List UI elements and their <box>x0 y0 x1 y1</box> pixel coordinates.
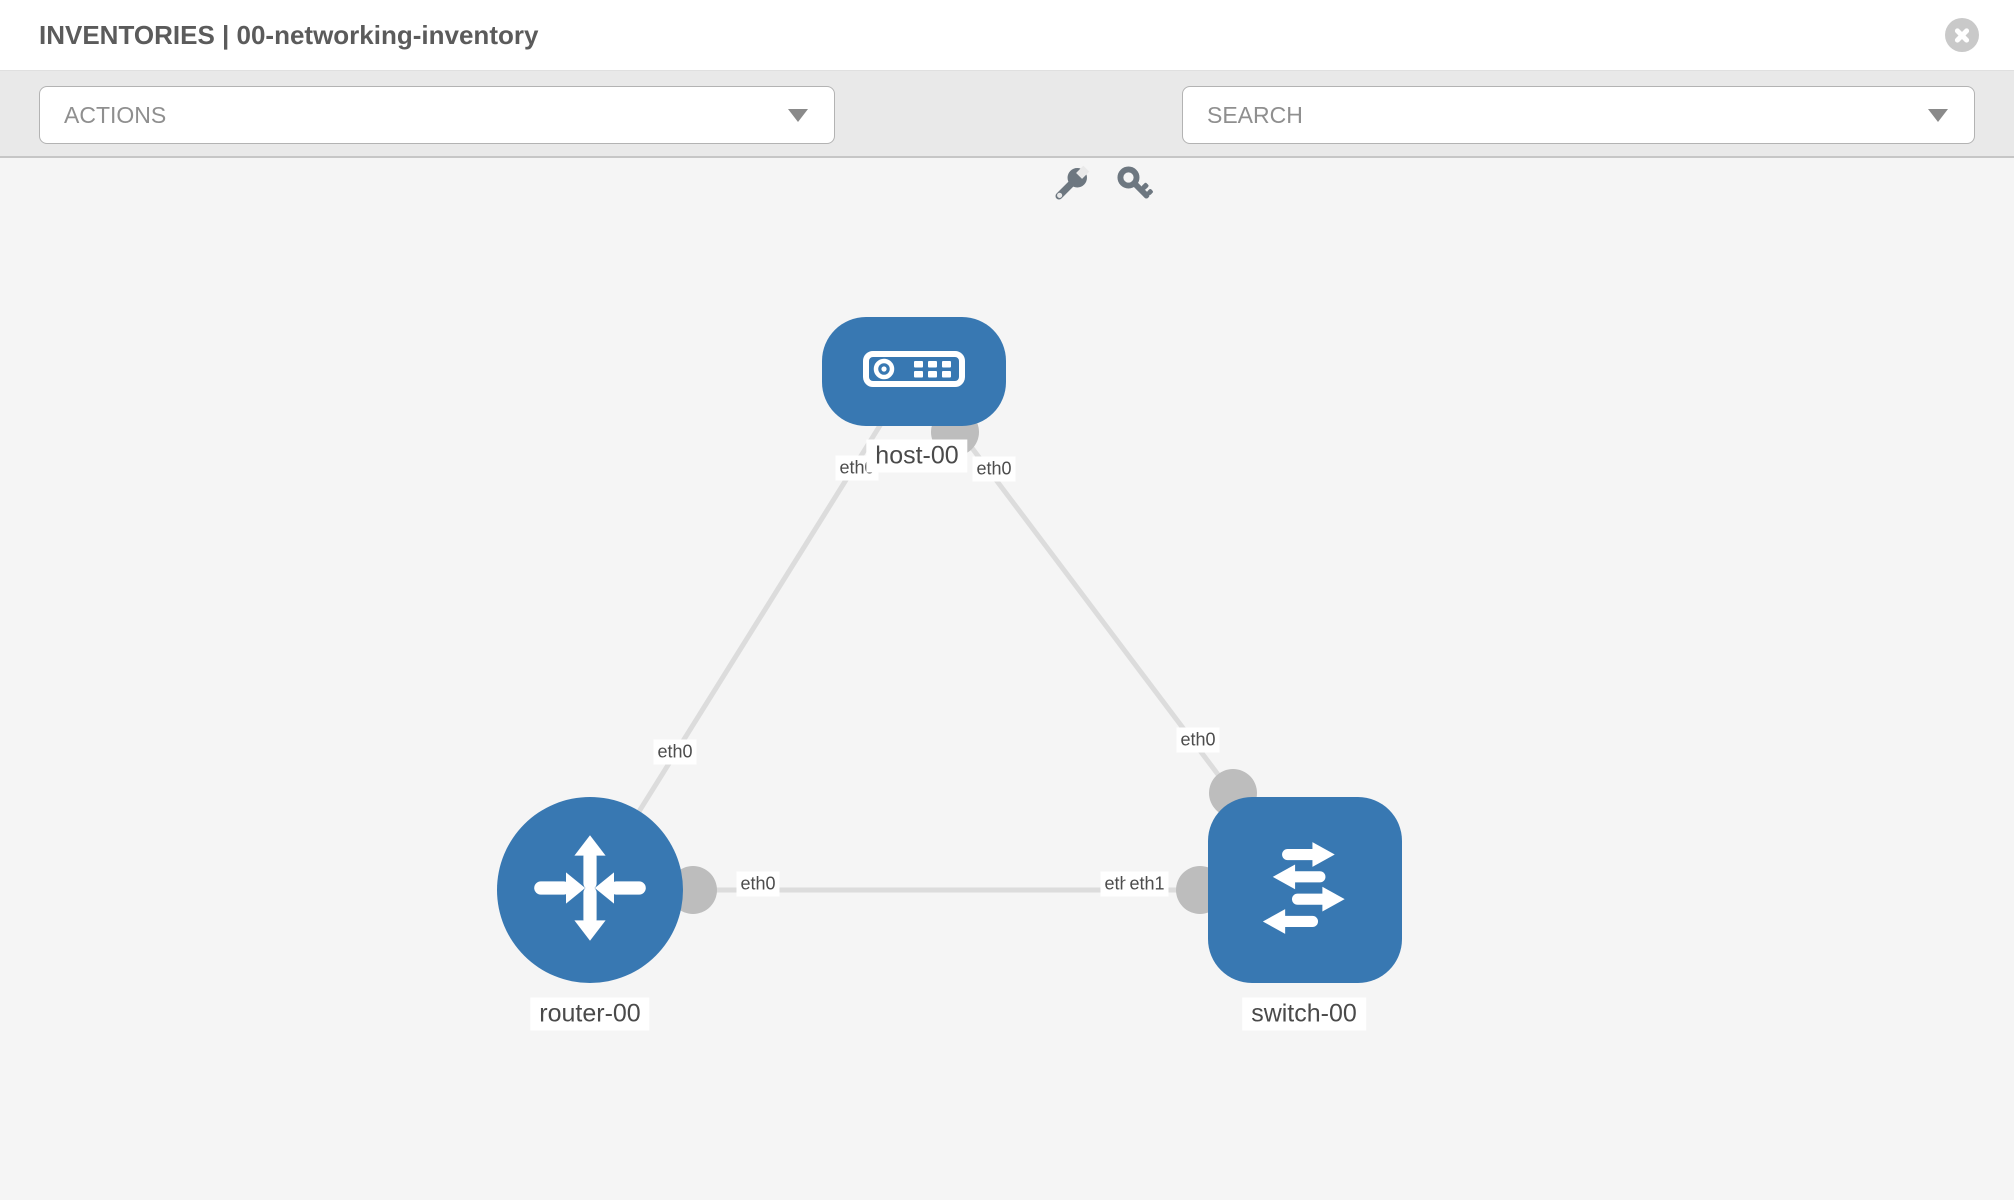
wrench-icon[interactable] <box>1048 163 1092 207</box>
key-icon[interactable] <box>1114 163 1158 207</box>
node-label[interactable]: switch-00 <box>1242 997 1366 1031</box>
page-title: INVENTORIES | 00-networking-inventory <box>39 20 539 50</box>
node-label[interactable]: host-00 <box>866 439 968 473</box>
caret-down-icon <box>1928 109 1948 122</box>
toolbar: ACTIONS <box>0 70 2014 200</box>
actions-dropdown[interactable]: ACTIONS <box>39 86 835 144</box>
host-icon <box>862 350 966 393</box>
actions-dropdown-label: ACTIONS <box>64 101 167 128</box>
switch-icon <box>1243 826 1367 955</box>
interface-label: eth0 <box>736 871 780 897</box>
header-bar: INVENTORIES | 00-networking-inventory <box>0 0 2014 70</box>
close-icon[interactable] <box>1945 18 1979 52</box>
topology-graph <box>587 369 1307 914</box>
search-dropdown-label: SEARCH <box>1207 101 1303 128</box>
interface-label: eth0 <box>972 456 1016 482</box>
node-switch-00[interactable] <box>1208 797 1402 983</box>
node-host-00[interactable] <box>822 316 1006 426</box>
interface-label: eth1 <box>1125 871 1169 897</box>
router-icon <box>530 828 650 953</box>
interface-label: eth0 <box>653 739 697 765</box>
caret-down-icon <box>788 109 808 122</box>
node-label[interactable]: router-00 <box>530 997 650 1031</box>
interface-label: eth0 <box>1176 727 1220 753</box>
search-dropdown[interactable]: SEARCH <box>1182 86 1975 144</box>
node-router-00[interactable] <box>497 797 683 983</box>
